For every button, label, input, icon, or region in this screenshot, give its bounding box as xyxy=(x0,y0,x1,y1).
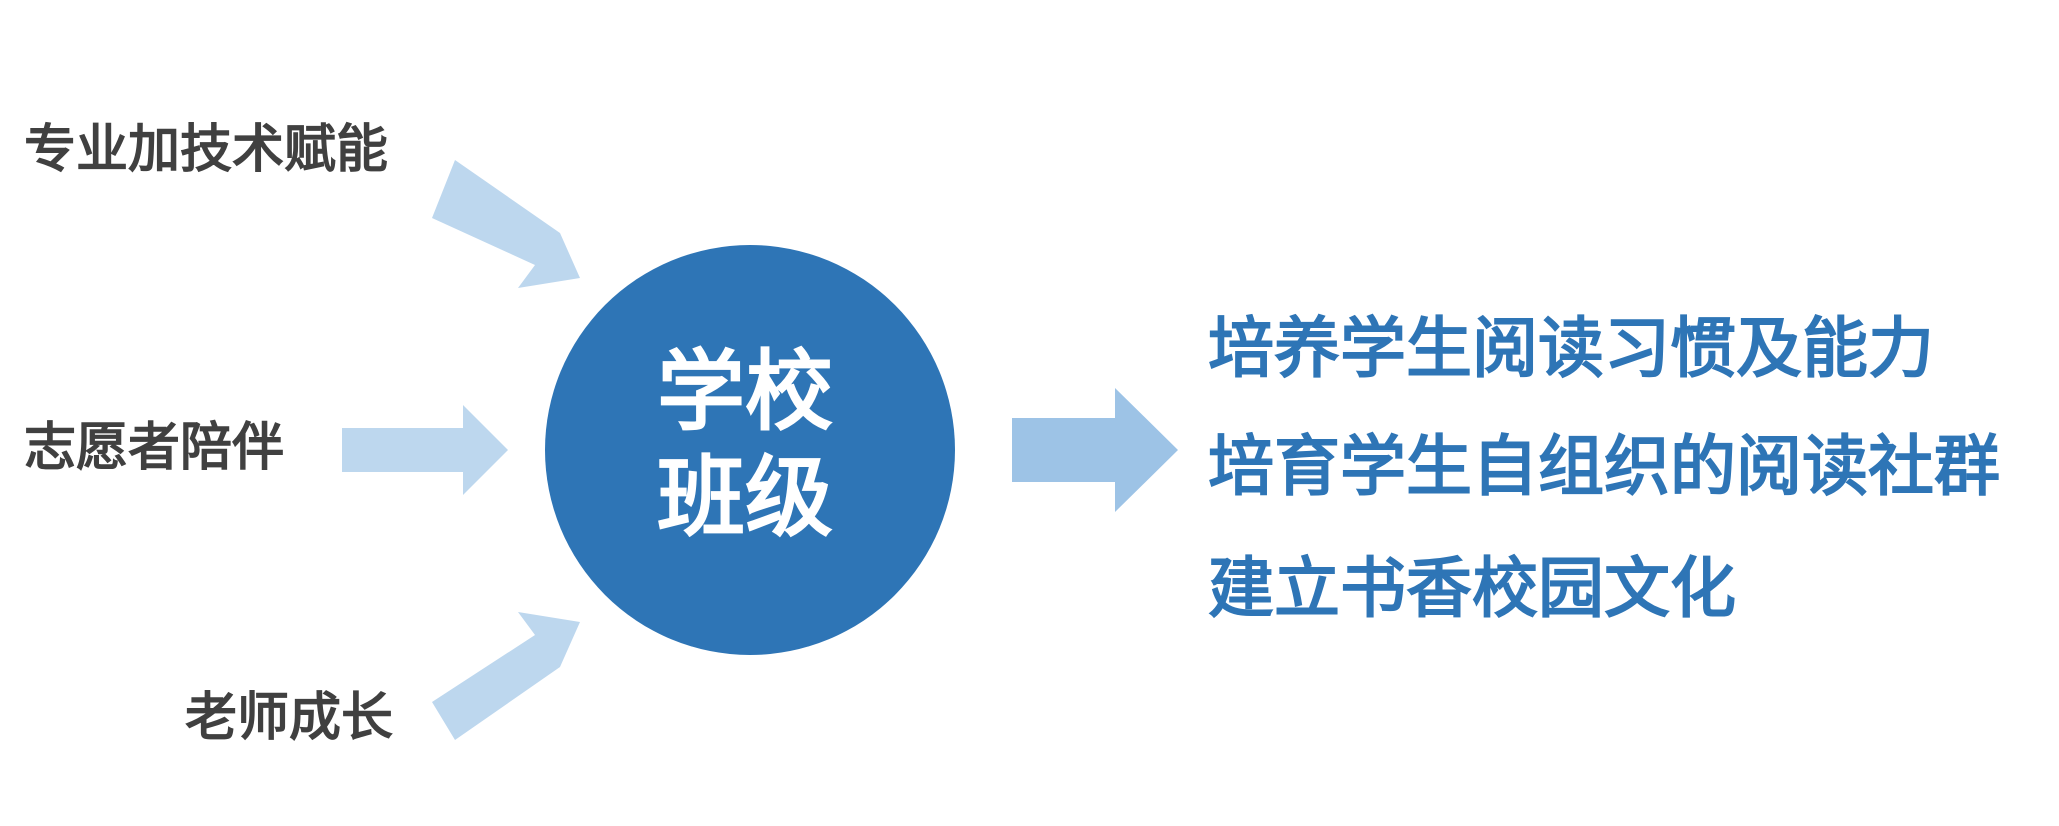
input-arrow-top xyxy=(432,160,580,288)
outcome-reading-habits: 培养学生阅读习惯及能力 xyxy=(1208,310,1934,387)
outcome-campus-culture: 建立书香校园文化 xyxy=(1208,550,1736,627)
center-circle xyxy=(545,245,955,655)
output-arrow xyxy=(1012,388,1178,512)
outcome-reading-community: 培育学生自组织的阅读社群 xyxy=(1208,428,2000,505)
center-label-school: 学校 xyxy=(656,340,833,443)
input-label-teacher-growth: 老师成长 xyxy=(185,688,394,748)
input-label-volunteers: 志愿者陪伴 xyxy=(24,418,285,478)
input-arrow-bottom xyxy=(432,612,580,740)
input-arrow-middle xyxy=(342,405,508,495)
center-label-class: 班级 xyxy=(656,446,833,549)
input-label-professional-tech: 专业加技术赋能 xyxy=(24,120,389,180)
